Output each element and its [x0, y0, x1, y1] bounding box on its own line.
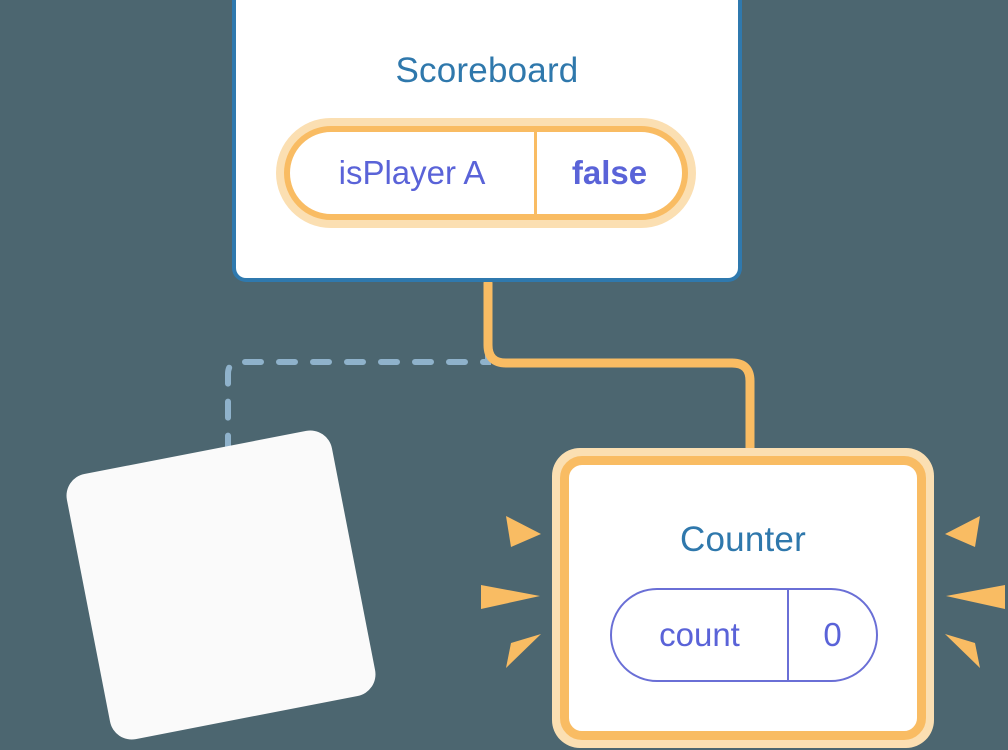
- scoreboard-state-value: false: [534, 132, 682, 214]
- burst-ray: [481, 585, 540, 609]
- counter-burst-rays-left: [481, 516, 541, 668]
- burst-ray: [945, 634, 980, 668]
- scoreboard-title: Scoreboard: [395, 51, 579, 90]
- burst-ray: [945, 516, 980, 547]
- connector-solid-scoreboard-to-counter: [483, 278, 755, 467]
- scoreboard-state-pill-inner: isPlayer A false: [284, 126, 688, 220]
- counter-state-key: count: [659, 616, 740, 653]
- counter-state-value: 0: [787, 590, 876, 680]
- counter-title: Counter: [680, 520, 806, 559]
- scoreboard-state-pill[interactable]: isPlayer A false: [276, 118, 696, 228]
- burst-ray: [506, 516, 541, 547]
- scoreboard-state-key: isPlayer A: [338, 154, 486, 191]
- counter-burst-rays-right: [945, 516, 1005, 668]
- rotated-burst-card: [62, 426, 380, 744]
- counter-state-pill[interactable]: count 0: [610, 588, 878, 682]
- burst-ray: [946, 585, 1005, 609]
- burst-ray: [506, 634, 541, 668]
